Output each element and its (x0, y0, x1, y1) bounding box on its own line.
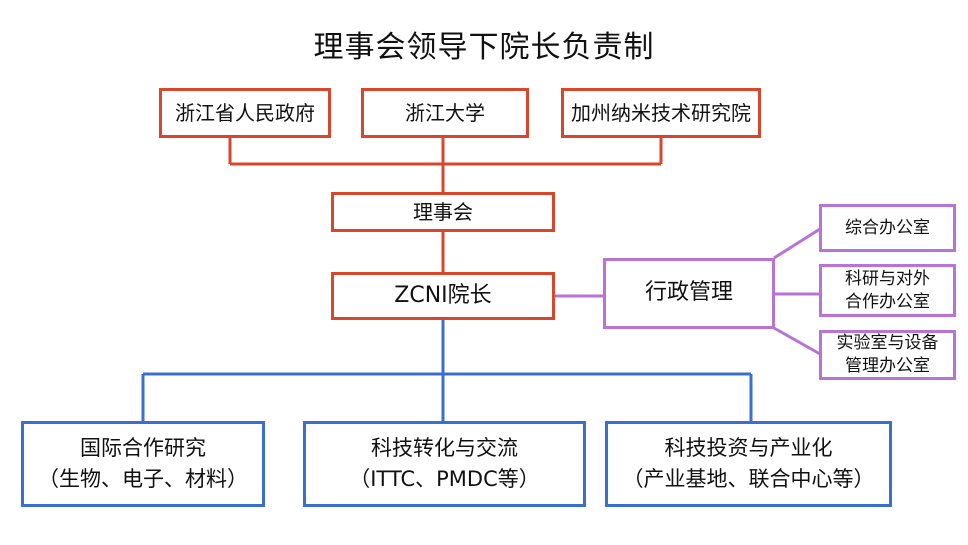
sponsor-box: 加州纳米技术研究院 (561, 88, 761, 138)
division-box: 科技转化与交流 （ITTC、PMDC等） (303, 421, 586, 507)
office-label: 实验室与设备 (836, 333, 939, 354)
admin-label: 行政管理 (644, 280, 733, 306)
office-label: 合作办公室 (845, 291, 930, 312)
board-box: 理事会 (331, 192, 555, 232)
office-label: 管理办公室 (845, 356, 930, 376)
division-detail: （生物、电子、材料） (38, 467, 248, 491)
division-box: 国际合作研究 （生物、电子、材料） (21, 421, 265, 507)
director-label: ZCNI院长 (394, 282, 492, 308)
division-detail: （ITTC、PMDC等） (349, 467, 540, 491)
division-name: 国际合作研究 (80, 435, 206, 460)
director-box: ZCNI院长 (331, 272, 555, 320)
office-connector (773, 326, 821, 356)
admin-box: 行政管理 (603, 258, 775, 329)
office-box: 实验室与设备 管理办公室 (819, 330, 956, 380)
office-label: 综合办公室 (845, 217, 930, 238)
sponsor-box: 浙江省人民政府 (159, 88, 331, 138)
office-label: 科研与对外 (845, 268, 930, 289)
division-box: 科技投资与产业化 （产业基地、联合中心等） (605, 421, 892, 507)
sponsor-box: 浙江大学 (361, 88, 529, 138)
chart-title: 理事会领导下院长负责制 (313, 30, 655, 65)
sponsor-label: 浙江大学 (405, 101, 485, 125)
sponsor-label: 加州纳米技术研究院 (571, 101, 751, 125)
division-detail: （产业基地、联合中心等） (622, 467, 875, 491)
division-name: 科技投资与产业化 (664, 435, 833, 460)
office-connector (773, 227, 821, 260)
division-name: 科技转化与交流 (371, 435, 518, 460)
office-box: 综合办公室 (819, 204, 956, 252)
sponsor-label: 浙江省人民政府 (175, 101, 315, 125)
office-box: 科研与对外 合作办公室 (819, 264, 956, 317)
board-label: 理事会 (413, 200, 473, 224)
